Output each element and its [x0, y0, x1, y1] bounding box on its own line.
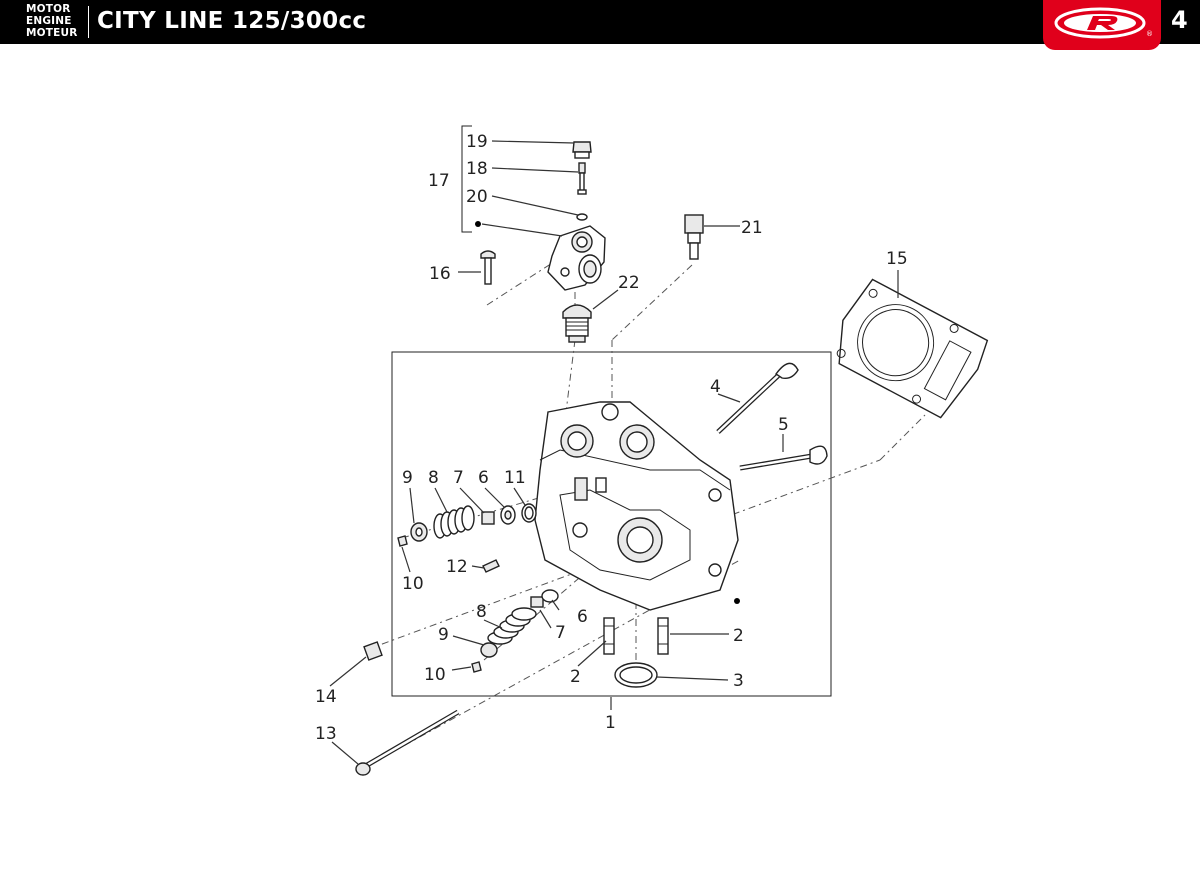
header-divider — [88, 6, 89, 38]
valve-seal-lower-part — [530, 596, 544, 608]
thermostat-part — [562, 304, 592, 343]
head-gasket-part — [836, 278, 989, 419]
svg-text:®: ® — [1146, 30, 1153, 38]
callout-9-lower: 9 — [438, 625, 449, 645]
callout-4: 4 — [710, 377, 721, 397]
callout-22: 22 — [618, 273, 640, 293]
spring-cap-lower-part — [480, 642, 498, 658]
callout-16: 16 — [429, 264, 451, 284]
callout-21: 21 — [741, 218, 763, 238]
valve-train-upper — [397, 503, 537, 573]
valve-spring-lower-part — [487, 607, 537, 645]
model-title: CITY LINE 125/300cc — [97, 8, 367, 34]
engine-label-es: MOTOR — [26, 3, 71, 15]
stud-bolt-left-part — [603, 617, 615, 655]
callout-6-upper: 6 — [478, 468, 489, 488]
callout-19: 19 — [466, 132, 488, 152]
valve-seal-part — [481, 511, 495, 525]
callout-5: 5 — [778, 415, 789, 435]
valve-spring-part — [433, 505, 475, 539]
valve-cotters-lower-part — [471, 661, 482, 673]
callout-7-upper: 7 — [453, 468, 464, 488]
callout-7-lower: 7 — [555, 623, 566, 643]
callout-labels: 19 18 17 20 16 21 22 15 4 5 9 8 7 6 11 1… — [315, 132, 908, 744]
header-bar — [0, 0, 1200, 44]
callout-14: 14 — [315, 687, 337, 707]
callout-8-lower: 8 — [476, 602, 487, 622]
callout-18: 18 — [466, 159, 488, 179]
engine-label-fr: MOTEUR — [26, 27, 78, 39]
stud-bolt-right-part — [657, 617, 669, 655]
callout-1: 1 — [605, 713, 616, 733]
callout-11: 11 — [504, 468, 526, 488]
dowel-pin-part — [482, 559, 500, 573]
engine-labels: MOTOR ENGINE MOTEUR — [26, 3, 78, 39]
callout-15: 15 — [886, 249, 908, 269]
page-number: 4 — [1171, 6, 1188, 34]
plug-part — [363, 641, 383, 661]
bleed-valve-part — [577, 162, 587, 195]
marker-dot-head — [734, 598, 740, 604]
callout-2-left: 2 — [570, 667, 581, 687]
callout-12: 12 — [446, 557, 468, 577]
callout-9-upper: 9 — [402, 468, 413, 488]
valve-cotters-part — [397, 535, 408, 547]
callout-20: 20 — [466, 187, 488, 207]
brand-logo-icon: ® — [1054, 7, 1153, 39]
engine-label-en: ENGINE — [26, 15, 72, 27]
housing-screw-part — [480, 250, 496, 285]
o-ring-small-part — [576, 213, 588, 221]
exhaust-valve-part — [739, 445, 828, 471]
thermostat-housing-part — [547, 225, 606, 291]
callout-8-upper: 8 — [428, 468, 439, 488]
callout-2-right: 2 — [733, 626, 744, 646]
temperature-sensor-part — [684, 214, 704, 260]
spring-seat-lower-part — [541, 589, 559, 603]
callout-3: 3 — [733, 671, 744, 691]
callout-10-upper: 10 — [402, 574, 424, 594]
head-bolt-part — [355, 709, 460, 776]
intake-valve-part — [716, 362, 799, 434]
bleed-screw-part — [572, 141, 592, 159]
callout-10-lower: 10 — [424, 665, 446, 685]
callout-17: 17 — [428, 171, 450, 191]
valve-train-lower — [471, 589, 559, 673]
callout-6-lower: 6 — [577, 607, 588, 627]
callout-13: 13 — [315, 724, 337, 744]
cylinder-head-part — [534, 401, 739, 611]
leader-lines — [329, 140, 899, 765]
marker-dot-housing — [475, 221, 481, 227]
kit-bracket — [461, 125, 472, 233]
brand-badge: ® — [1043, 0, 1161, 50]
